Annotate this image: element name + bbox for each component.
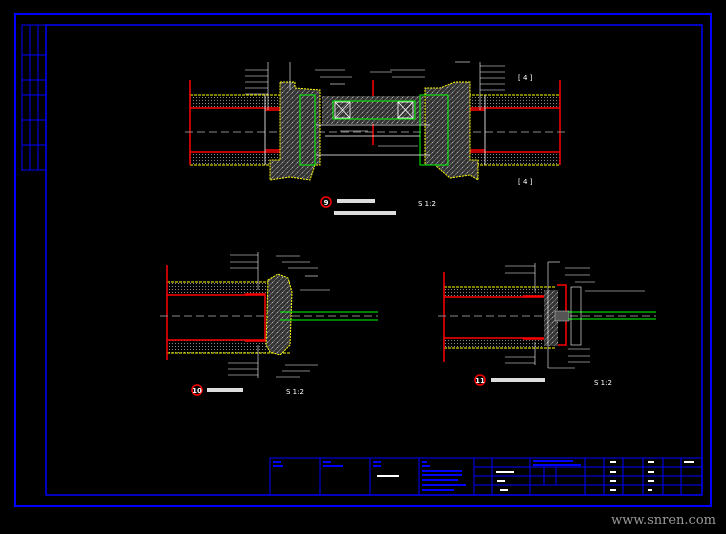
outer-frame — [14, 13, 712, 507]
title-block-text — [273, 460, 694, 491]
detail-scale: S 1:2 — [594, 379, 612, 387]
label-marker: [ 4 ] — [518, 74, 533, 82]
detail-9-drawing: [ 4 ] [ 4 ] — [185, 61, 565, 186]
watermark: www.snren.com — [611, 513, 716, 528]
detail-11-drawing — [438, 261, 656, 369]
detail-scale: S 1:2 — [286, 388, 304, 396]
inner-frame — [45, 24, 703, 496]
label-marker: [ 4 ] — [518, 178, 533, 186]
left-margin-strip — [21, 24, 47, 171]
detail-11-title: 11 S 1:2 — [474, 374, 612, 387]
detail-scale: S 1:2 — [418, 200, 436, 208]
detail-number: 10 — [192, 387, 202, 395]
detail-number: 9 — [324, 199, 329, 207]
detail-10-drawing — [160, 252, 378, 378]
title-block — [269, 457, 703, 496]
detail-number: 11 — [475, 377, 485, 385]
detail-10-title: 10 S 1:2 — [191, 384, 304, 396]
detail-9-title: 9 S 1:2 — [320, 196, 436, 215]
